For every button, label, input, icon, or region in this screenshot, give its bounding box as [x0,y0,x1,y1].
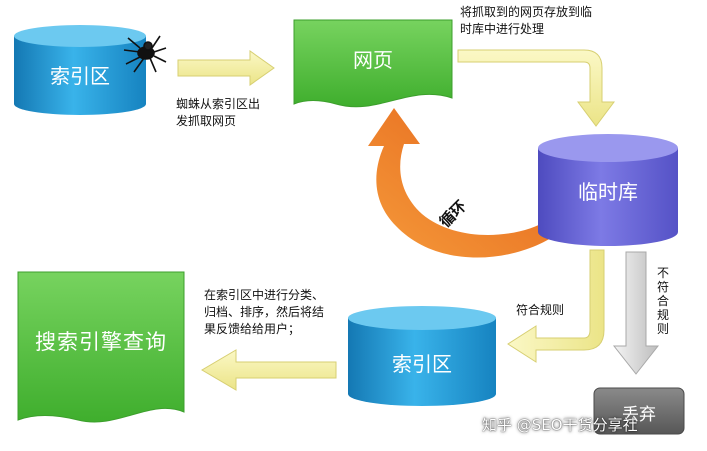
store-note-line1: 将抓取到的网页存放到临 [460,5,593,19]
drop-box [593,387,685,435]
store-note-line2: 时库中进行处理 [460,22,545,36]
drop-label: 丢弃 [622,405,656,425]
process-note-line3: 果反馈给给用户； [204,322,301,336]
crawl-note-line2: 发抓取网页 [176,114,237,128]
index-bottom-cylinder [348,306,496,406]
search-query-label: 搜索引擎查询 [35,330,167,354]
not-conform-label: 不符合规则 [656,266,669,336]
index-bottom-label: 索引区 [392,352,452,376]
tempdb-cylinder [538,134,678,246]
webpage-document [293,19,453,108]
tempdb-label: 临时库 [578,180,638,204]
conform-label: 符合规则 [516,303,565,317]
spider-icon [123,35,167,73]
arrow-tempdb-to-index [507,249,605,363]
process-note-line2: 归档、排序，然后将结 [204,305,325,319]
arrow-tempdb-to-drop [612,251,660,375]
arrow-index-to-query [201,349,337,391]
index-top-cylinder [14,25,146,115]
watermark: 知乎 @SEO干货分享社 [482,416,638,434]
arrow-webpage-to-tempdb [457,49,615,127]
crawl-note-line1: 蜘蛛从索引区出 [176,97,261,111]
index-top-label: 索引区 [50,64,110,88]
arrow-index-to-webpage [177,50,275,86]
search-query-document [17,271,185,423]
loop-arrow [368,108,560,258]
process-note-line1: 在索引区中进行分类、 [204,288,325,302]
webpage-label: 网页 [353,48,393,72]
